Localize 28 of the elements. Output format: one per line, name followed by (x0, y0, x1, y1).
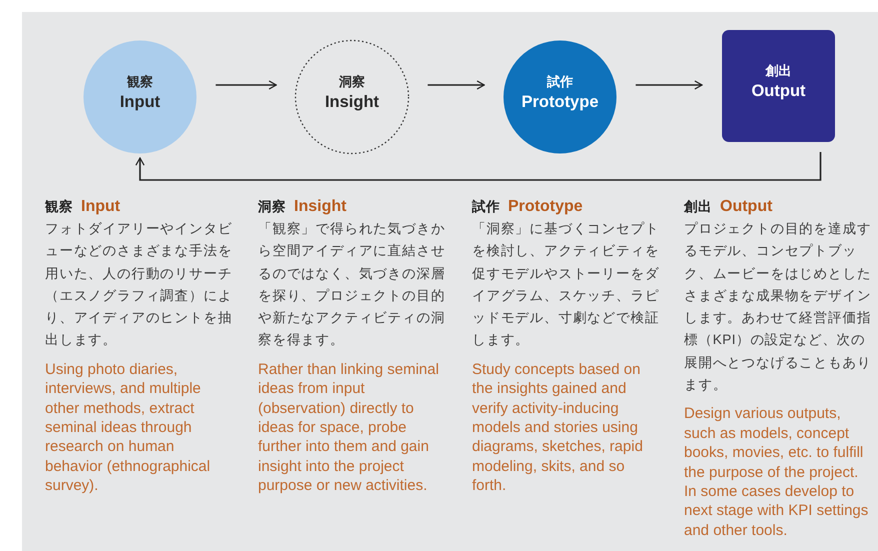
description-japanese: 「洞察」に基づくコンセプトを検討し、アクティビティを促すモデルやストーリーをダイアグラム、スケッチ、ラピッドモデル、寸劇などで検証します。 (472, 220, 660, 350)
node-label: 試作 (546, 73, 574, 91)
arrow (636, 80, 703, 90)
description-japanese: 「観察」で得られた気づきから空間アイディアに直結させるのではなく、気づきの深層を探り、プロジェクトの目的や新たなアクティビティの洞察を得ます。 (258, 220, 446, 350)
description-english: Using photo diaries, interviews, and multiple other methods, extract seminal ideas through research on human behavior (ethnographical survey). (45, 360, 212, 496)
node-label: Input (118, 92, 162, 112)
node-label: 創出 (764, 62, 792, 80)
heading: Prototype (508, 198, 583, 215)
heading: Input (81, 198, 120, 215)
arrow (428, 80, 485, 90)
node-label: 観察 (126, 73, 154, 91)
description-japanese: フォトダイアリーやインタビューなどのさまざまな手法を用いた、人の行動のリサーチ（エスノグラフィ調査）により、アイディアのヒントを抽出します。 (45, 220, 234, 350)
node-label: Output (750, 81, 807, 101)
arrow (216, 80, 277, 90)
heading: Output (720, 198, 772, 215)
description-english: Study concepts based on the insights gained and verify activity-inducing models and stories using diagrams, sketches, rapid modeling, skits, and so forth. (472, 360, 644, 496)
node-label: 洞察 (338, 73, 366, 91)
node-label: Insight (324, 92, 380, 112)
heading-kanji: 創出 (684, 199, 712, 214)
arrow (135, 152, 822, 181)
heading-kanji: 観察 (45, 199, 73, 214)
heading-kanji: 試作 (472, 199, 500, 214)
node-label: Prototype (520, 92, 600, 112)
description-japanese: プロジェクトの目的を達成するモデル、コンセプトブック、ムービーをはじめとしたさまざまな成果物をデザインします。あわせて経営評価指標（KPI）の設定など、次の展開へとつなげることもあります。 (684, 220, 872, 394)
description-english: Design various outputs, such as models, concept books, movies, etc. to fulfill the purpose of the project. In some cases develop to next stage with KPI settings and other tools. (684, 404, 870, 540)
heading-kanji: 洞察 (258, 199, 286, 214)
description-english: Rather than linking seminal ideas from input (observation) directly to ideas for space, probe further into them and gain insight into the project purpose or new activities. (258, 360, 440, 496)
heading: Insight (294, 198, 346, 215)
